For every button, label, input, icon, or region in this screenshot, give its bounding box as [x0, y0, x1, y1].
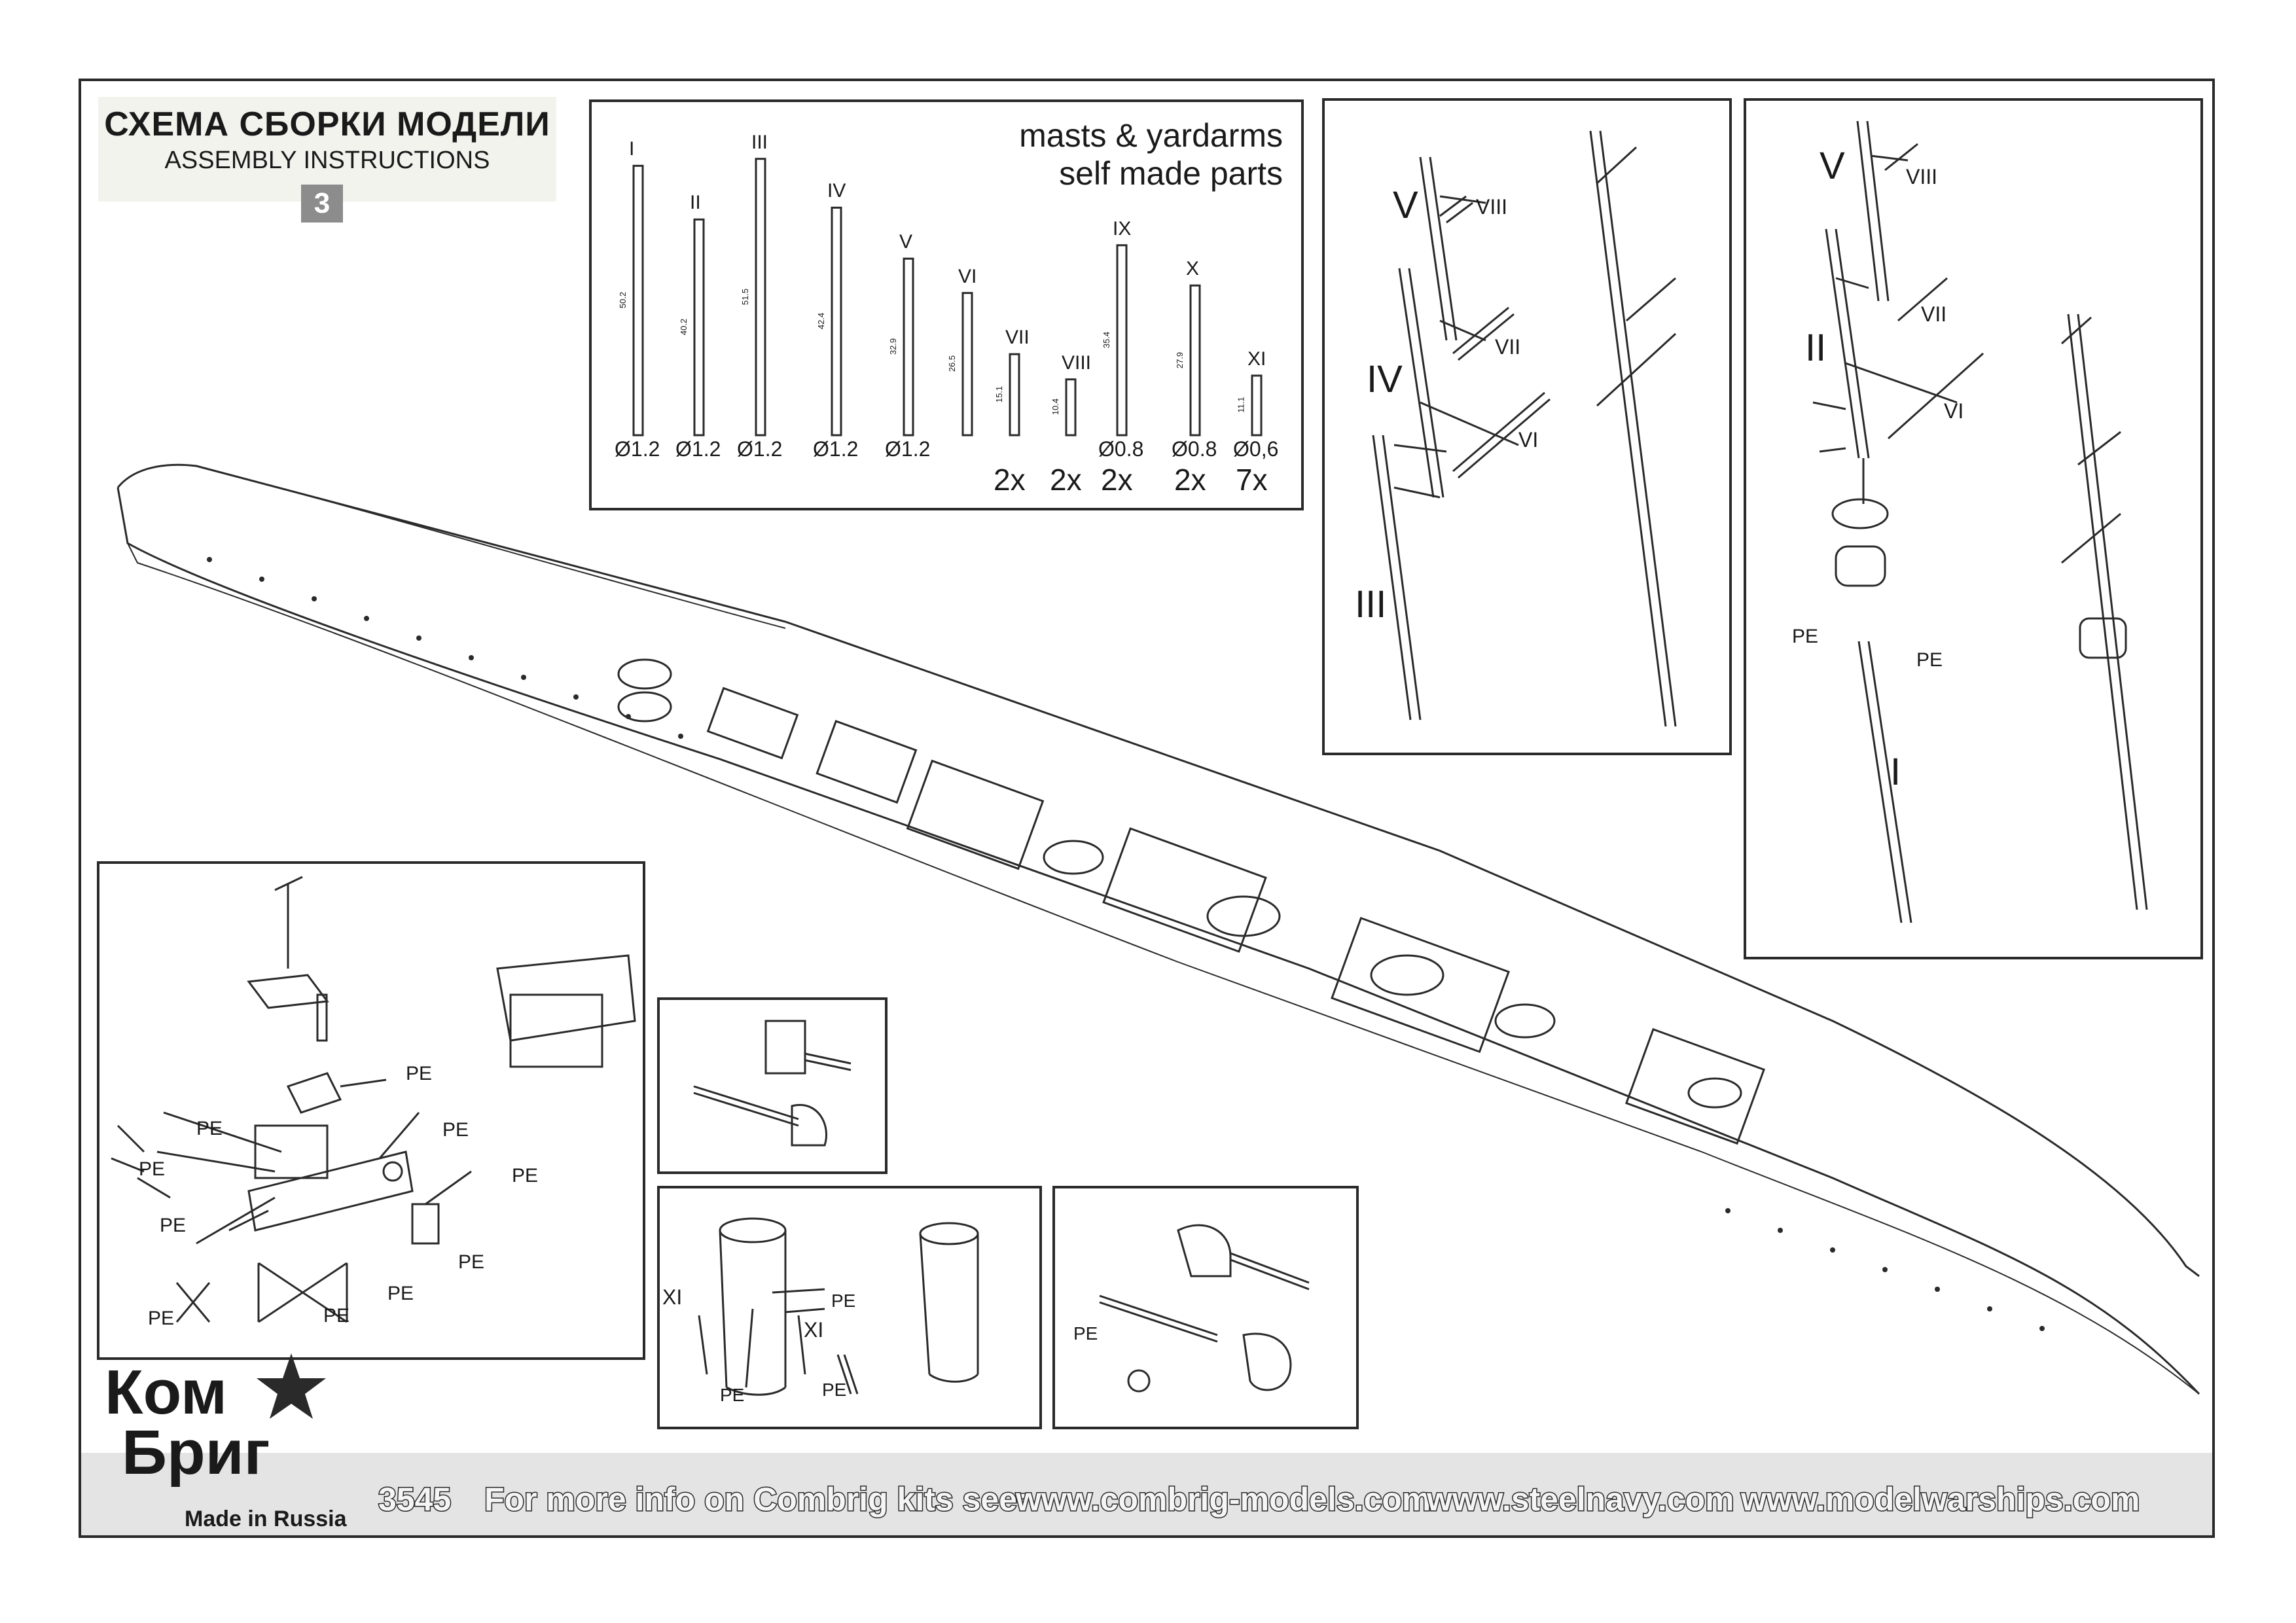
part-id-V: V: [899, 231, 913, 253]
bridge-pe-10: PE: [387, 1283, 414, 1304]
bridge-pe-1: PE: [196, 1118, 223, 1139]
funnel-label-XI-left: XI: [662, 1285, 683, 1309]
bridge-pe-7: PE: [442, 1119, 469, 1141]
fore-label-V: V: [1820, 145, 1845, 187]
part-qty-VIII: 2x: [1050, 463, 1082, 497]
part-diameter-X: Ø0.8: [1172, 437, 1217, 461]
bridge-assembly-panel: [97, 861, 645, 1360]
part-qty-VII: 2x: [994, 463, 1026, 497]
part-diameter-I: Ø1.2: [615, 437, 660, 461]
brand-logo-line1: Ком: [105, 1357, 227, 1427]
bridge-pe-2: PE: [139, 1158, 166, 1180]
fore-label-VIII: VIII: [1906, 165, 1938, 188]
fore-label-I: I: [1890, 751, 1901, 793]
funnel-label-XI-right: XI: [804, 1318, 824, 1342]
part-rod-II: [693, 218, 705, 437]
part-id-IV: IV: [827, 180, 846, 202]
step-number-badge: 3: [301, 185, 343, 223]
part-rod-VIII: [1065, 378, 1077, 437]
part-rod-XI: [1251, 374, 1263, 437]
funnel-label-PE-1: PE: [831, 1291, 856, 1311]
part-qty-X: 2x: [1174, 463, 1206, 497]
rear-label-VI: VI: [1518, 428, 1539, 452]
fore-label-VI: VI: [1944, 399, 1964, 423]
part-id-VIII: VIII: [1062, 351, 1092, 374]
part-id-X: X: [1186, 258, 1200, 280]
part-rod-VI: [961, 292, 973, 437]
funnel-label-PE-3: PE: [822, 1380, 847, 1400]
rear-label-III: III: [1355, 583, 1387, 626]
bridge-pe-8: PE: [512, 1165, 539, 1186]
bridge-pe-5: PE: [323, 1305, 350, 1327]
gun-panel: [1052, 1186, 1359, 1429]
part-id-VI: VI: [958, 265, 977, 287]
part-diameter-IX: Ø0.8: [1098, 437, 1144, 461]
kit-number: 3545: [377, 1480, 452, 1519]
part-qty-XI: 7x: [1236, 463, 1268, 497]
part-id-IX: IX: [1113, 217, 1132, 240]
title-english: ASSEMBLY INSTRUCTIONS: [164, 147, 490, 174]
fore-label-PE-left: PE: [1792, 626, 1819, 647]
parts-table-panel: [589, 99, 1304, 510]
footer-info-text: For more info on Combrig kits see:: [484, 1480, 1030, 1519]
fore-label-II: II: [1805, 327, 1827, 369]
part-diameter-V: Ø1.2: [885, 437, 931, 461]
part-id-I: I: [629, 138, 635, 160]
rear-mast-panel: [1322, 98, 1732, 755]
rear-label-V: V: [1393, 184, 1418, 226]
fore-label-PE-right: PE: [1916, 649, 1943, 671]
part-rod-III: [755, 158, 766, 437]
parts-heading-line1: masts & yardarms: [1019, 117, 1283, 154]
bridge-pe-3: PE: [160, 1215, 187, 1236]
part-id-VII: VII: [1005, 327, 1030, 349]
part-rod-IV: [831, 206, 842, 437]
rear-label-VIII: VIII: [1476, 195, 1508, 219]
footer-link-steelnavy[interactable]: www.steelnavy.com: [1426, 1480, 1736, 1519]
fore-label-VII: VII: [1921, 302, 1947, 326]
part-rod-IX: [1116, 244, 1128, 437]
footer-link-modelwarships[interactable]: www.modelwarships.com: [1740, 1480, 2140, 1519]
part-id-II: II: [690, 192, 701, 214]
brand-logo-line2: Бриг: [122, 1418, 270, 1488]
part-diameter-II: Ø1.2: [675, 437, 721, 461]
footer-link-combrig[interactable]: www.combrig-models.com: [1014, 1480, 1431, 1519]
part-diameter-IV: Ø1.2: [813, 437, 859, 461]
made-in-russia: Made in Russia: [185, 1507, 347, 1531]
funnel-label-PE-2: PE: [720, 1385, 745, 1405]
part-rod-X: [1189, 284, 1201, 437]
part-id-XI: XI: [1247, 348, 1266, 370]
page-frame: [79, 79, 2215, 1538]
gun-label-PE: PE: [1073, 1323, 1098, 1344]
part-rod-I: [632, 164, 644, 437]
part-rod-VII: [1009, 353, 1020, 437]
footer-band: [81, 1453, 2212, 1535]
bridge-pe-4: PE: [148, 1308, 175, 1329]
rear-label-VII: VII: [1495, 335, 1521, 359]
part-rod-V: [903, 257, 914, 437]
bridge-pe-9: PE: [458, 1251, 485, 1273]
title-block: СХЕМА СБОРКИ МОДЕЛИ ASSEMBLY INSTRUCTION…: [98, 97, 556, 202]
small-gun-panel: [657, 997, 888, 1174]
part-id-III: III: [751, 131, 768, 153]
part-diameter-XI: Ø0,6: [1233, 437, 1279, 461]
part-qty-IX: 2x: [1101, 463, 1133, 497]
star-icon: [257, 1353, 326, 1419]
rear-label-IV: IV: [1367, 358, 1403, 401]
bridge-pe-6: PE: [406, 1063, 433, 1084]
part-diameter-III: Ø1.2: [737, 437, 783, 461]
title-russian: СХЕМА СБОРКИ МОДЕЛИ: [104, 105, 550, 143]
parts-heading-line2: self made parts: [1059, 155, 1283, 192]
